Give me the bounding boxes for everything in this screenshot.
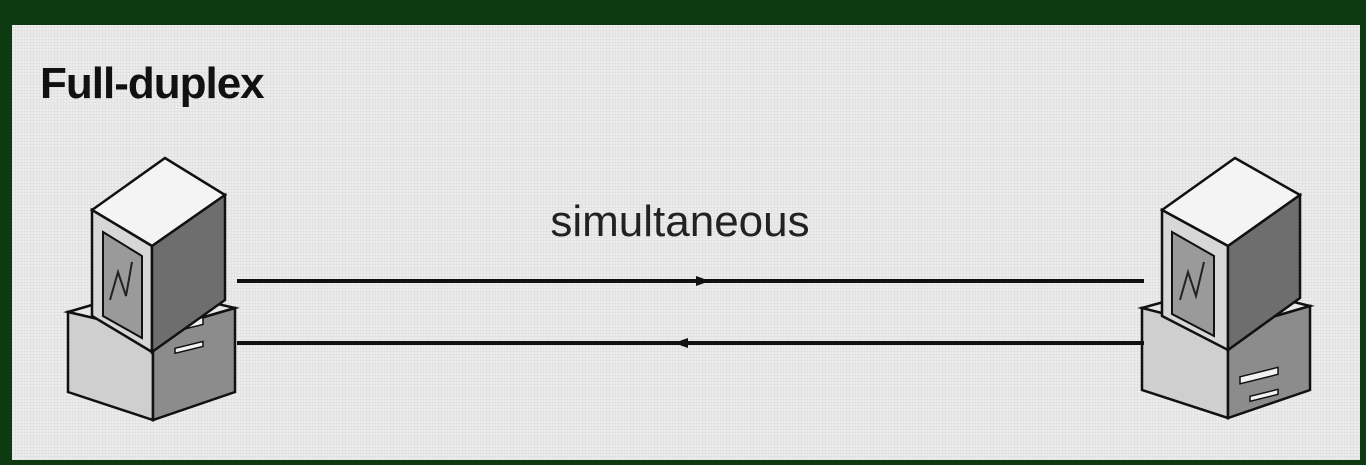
link-label: simultaneous — [550, 197, 810, 246]
left-computer-icon — [63, 156, 240, 422]
diagram-panel — [12, 25, 1360, 460]
right-computer-icon — [1137, 156, 1315, 420]
diagram-title: Full-duplex — [40, 59, 265, 108]
